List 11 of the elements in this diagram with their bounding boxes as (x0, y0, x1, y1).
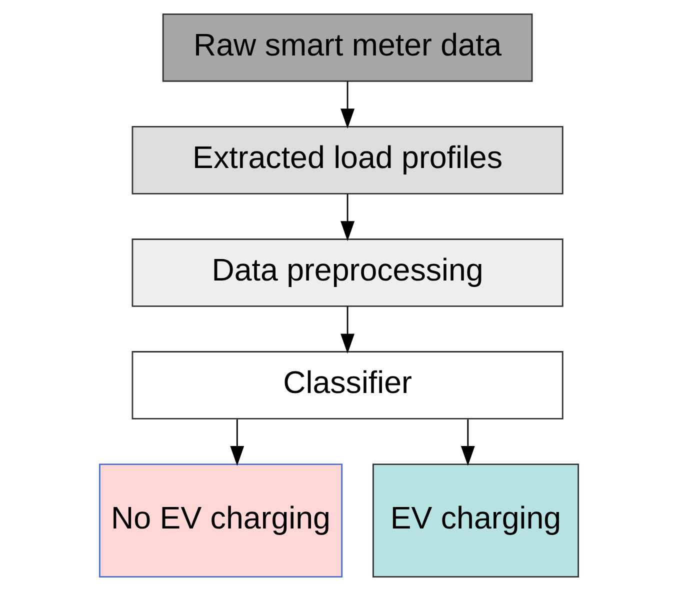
arrow (340, 81, 355, 129)
arrow (340, 194, 355, 242)
node-box: Raw smart meter data (162, 13, 533, 82)
node-box: Data preprocessing (132, 238, 564, 307)
node-box: EV charging (372, 464, 580, 578)
arrow (460, 419, 475, 466)
arrow (340, 306, 355, 354)
node-box: No EV charging (98, 464, 343, 578)
arrow (230, 419, 244, 466)
node-box: Extracted load profiles (132, 126, 564, 194)
node-box: Classifier (132, 351, 564, 420)
